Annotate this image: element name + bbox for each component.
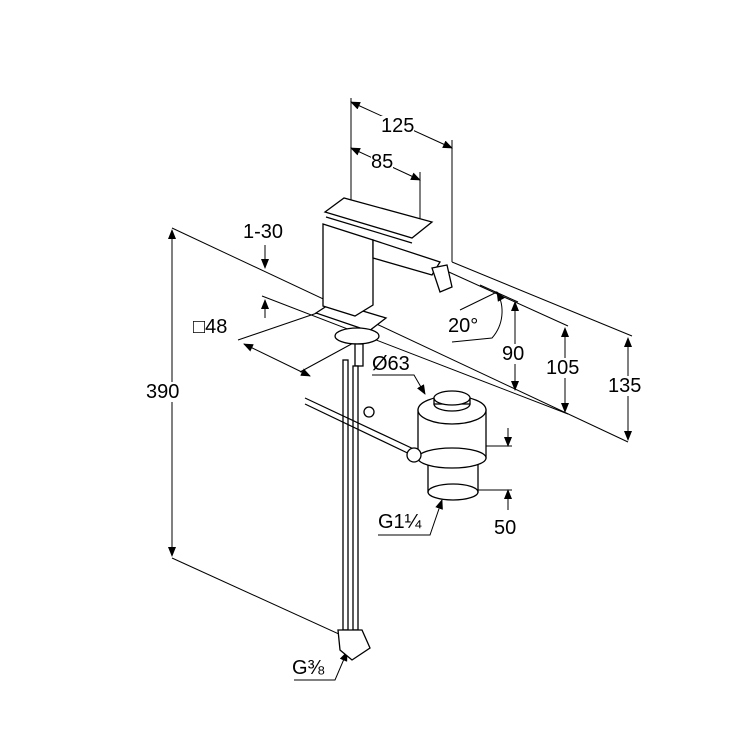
dim-supply-thread: G⅜ (292, 657, 325, 679)
dim-waste-diameter: Ø63 (372, 353, 410, 375)
dim-height-135: 135 (608, 375, 642, 397)
dim-total-width: 125 (381, 115, 415, 137)
dim-waste-thread: G1¼ (378, 511, 422, 533)
dim-base-square: □48 (193, 316, 228, 338)
dim-waste-length: 50 (494, 517, 517, 539)
dim-height-90: 90 (502, 343, 525, 365)
dim-handle-width: 85 (371, 151, 394, 173)
dim-spout-angle: 20° (448, 315, 479, 337)
dim-height-105: 105 (546, 357, 580, 379)
dim-deck-thickness: 1-30 (243, 221, 284, 243)
dim-total-height: 390 (146, 381, 180, 403)
faucet-body (304, 197, 453, 661)
dimension-lines (168, 101, 632, 681)
waste-valve (406, 390, 487, 501)
